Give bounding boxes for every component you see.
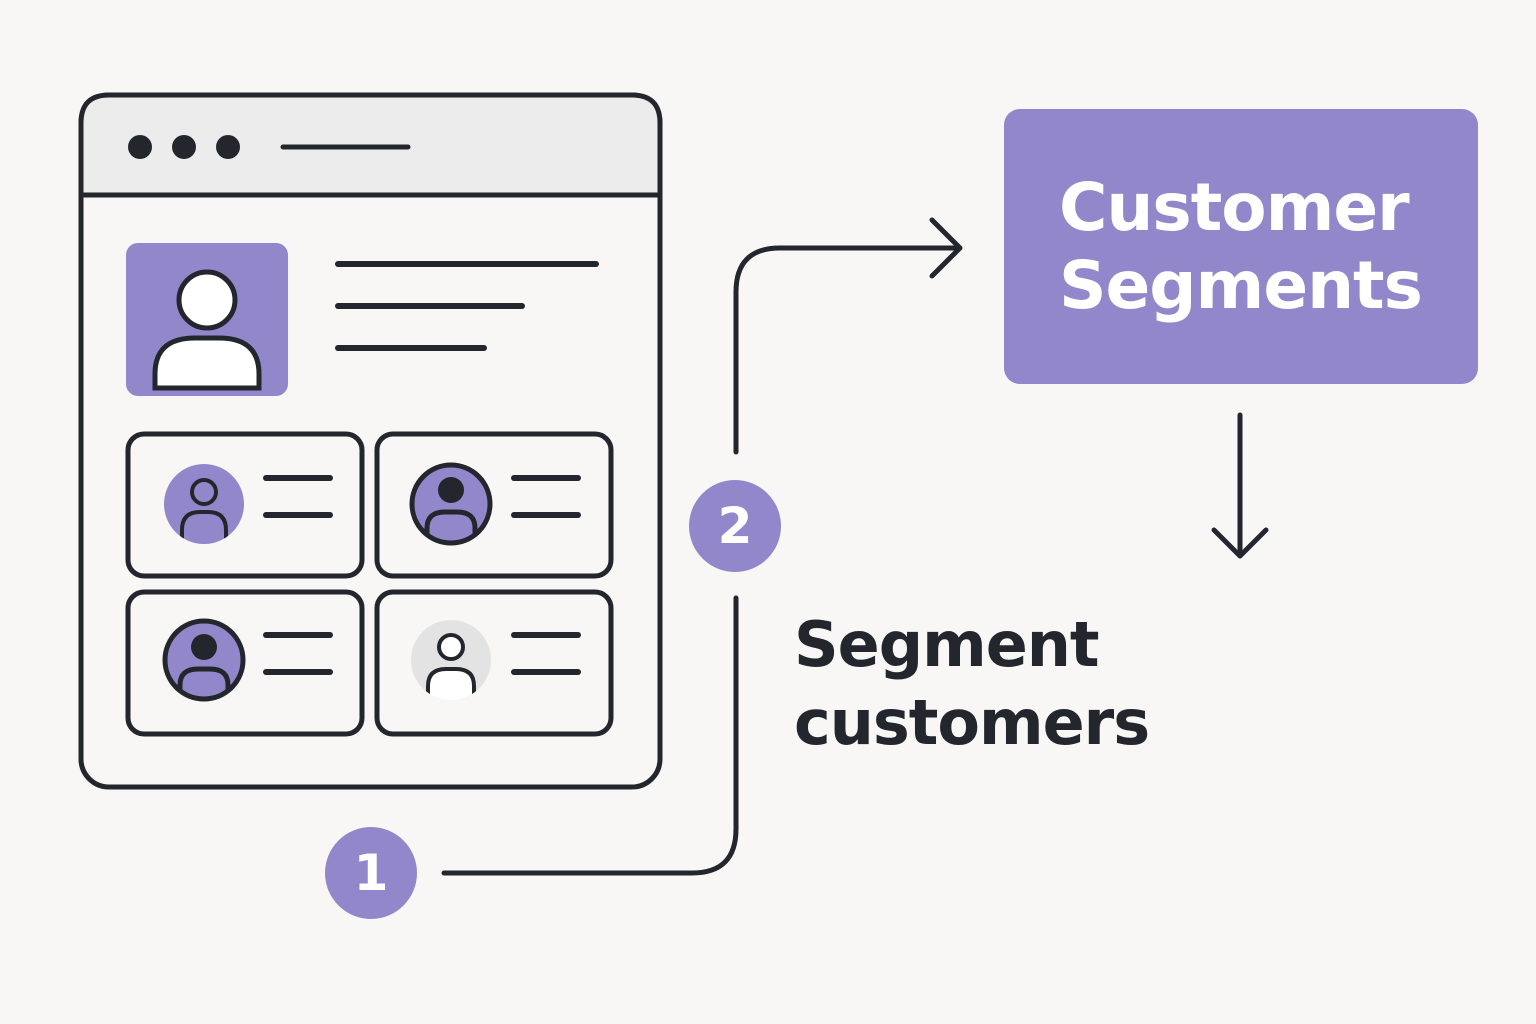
- customer-card-4: [374, 589, 614, 737]
- arrow-right-icon: [929, 217, 963, 279]
- customer-card-1: [125, 431, 365, 579]
- arrow-down-icon: [1211, 412, 1269, 559]
- step-badge-2: [689, 480, 781, 572]
- segment-customers-caption: Segment customers: [794, 606, 1150, 762]
- customer-card-2: [374, 431, 614, 579]
- user-icon: [162, 618, 246, 702]
- flow-connector-upper: [733, 245, 961, 455]
- window-dot-1: [128, 135, 152, 159]
- window-dot-2: [172, 135, 196, 159]
- customer-segments-title: Customer Segments: [1004, 109, 1478, 384]
- flow-connector-lower: [441, 595, 739, 876]
- window-dot-3: [216, 135, 240, 159]
- customer-segments-box: [1004, 109, 1478, 384]
- user-icon: [152, 269, 262, 391]
- user-icon: [409, 462, 493, 546]
- user-icon: [164, 464, 244, 544]
- caption-line-1: Segment: [794, 608, 1100, 681]
- profile-header: [126, 243, 599, 396]
- step-number-1: 1: [353, 844, 389, 902]
- box-title-line-1: Customer: [1059, 168, 1410, 246]
- step-badge-1: [325, 827, 417, 919]
- customer-card-3: [125, 589, 365, 737]
- caption-line-2: customers: [794, 686, 1150, 759]
- user-icon: [411, 620, 491, 700]
- box-title-line-2: Segments: [1059, 246, 1423, 324]
- step-number-2: 2: [717, 497, 753, 555]
